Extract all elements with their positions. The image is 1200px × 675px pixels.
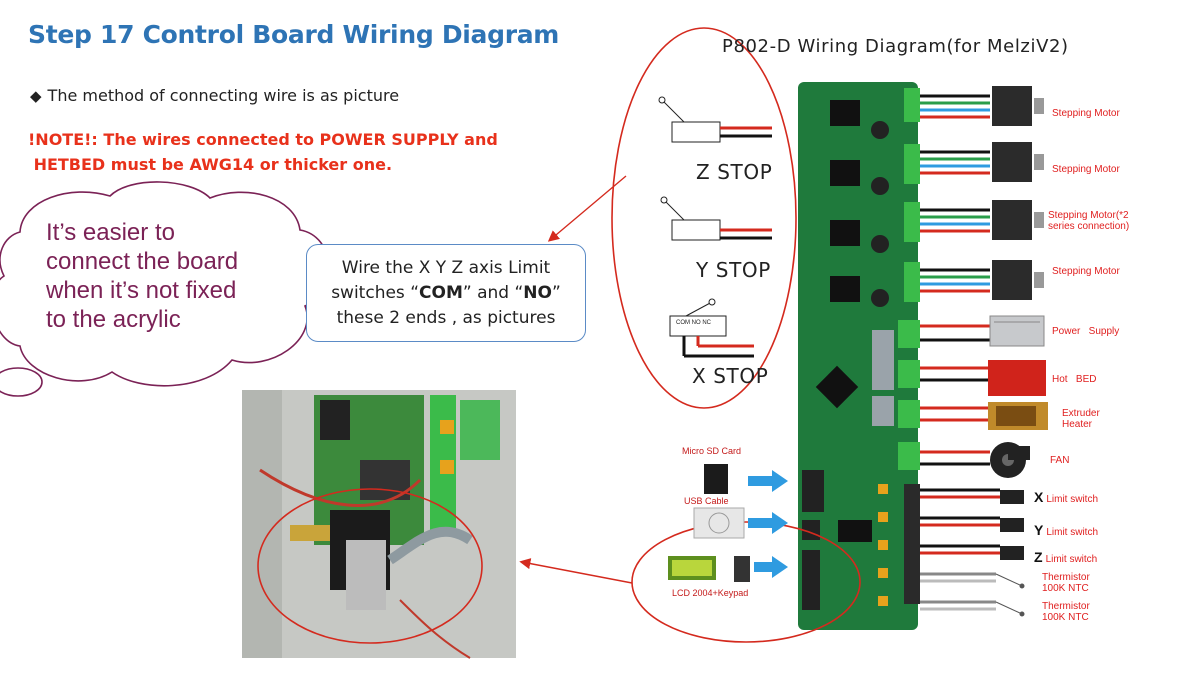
cloud-line: connect the board	[46, 248, 239, 275]
no-terminal: NO	[691, 320, 701, 326]
usb-arrow-icon	[748, 512, 788, 534]
callout-text-part: ”	[551, 283, 561, 303]
z-limit-switch-icon	[1000, 546, 1024, 560]
device-label-line: Limit switch	[1046, 494, 1099, 505]
axis-letter: X	[1034, 489, 1044, 505]
no-emphasis: NO	[523, 283, 552, 303]
cloud-line: to the acrylic	[46, 306, 181, 333]
stepper-motor-4-icon	[992, 260, 1044, 300]
arrow-to-photo	[519, 558, 633, 584]
device-label-line: series connection)	[1048, 221, 1130, 232]
axis-letter: Z	[1034, 549, 1043, 565]
cloud-line: It’s easier to	[46, 219, 175, 246]
extruder-heater-icon	[988, 402, 1048, 430]
device-label-line: 100K NTC	[1042, 583, 1089, 594]
note-line-2: HETBED must be AWG14 or thicker one.	[28, 155, 393, 174]
sd-arrow-icon	[748, 470, 788, 492]
callout-line-1: Wire the X Y Z axis Limit	[341, 258, 551, 278]
callout-text-part: switches “	[331, 283, 420, 303]
device-label-line: Stepping Motor(*2	[1048, 210, 1129, 221]
thermistor-1-icon	[995, 573, 1025, 589]
photo-highlight-ellipse	[257, 488, 483, 644]
bullet-line: ◆ The method of connecting wire is as pic…	[30, 86, 399, 105]
device-label-line: Extruder	[1062, 408, 1100, 419]
device-label: Stepping Motor	[1052, 108, 1120, 119]
fan-icon	[990, 442, 1030, 478]
device-label-line: Limit switch	[1046, 527, 1099, 538]
x-stop-label: X STOP	[692, 364, 769, 388]
device-label: Hot BED	[1052, 374, 1097, 385]
diagram-title: P802-D Wiring Diagram(for MelziV2)	[722, 36, 1069, 57]
lcd-port-ellipse	[631, 521, 861, 643]
cloud-text: It’s easier to connect the board when it…	[46, 218, 238, 334]
usb-cable-label: USB Cable	[684, 496, 729, 506]
device-label-line: 100K NTC	[1042, 612, 1089, 623]
callout-text: Wire the X Y Z axis Limit switches “COM”…	[306, 256, 586, 331]
axis-letter: Y	[1034, 522, 1044, 538]
cloud-line: when it’s not fixed	[46, 277, 237, 304]
lcd-arrow-icon	[754, 556, 788, 578]
x-stop-switch-icon	[669, 298, 754, 358]
diamond-bullet-icon: ◆	[30, 87, 42, 105]
board-photo	[242, 390, 516, 659]
callout-box	[306, 244, 586, 342]
device-label: Power Supply	[1052, 326, 1120, 337]
limit-switch-ellipse	[611, 27, 797, 409]
device-label-line: Limit switch	[1045, 554, 1098, 565]
usb-cable-icon	[693, 507, 745, 539]
y-limit-switch-icon	[1000, 518, 1024, 532]
switch-terminals: COM NO NC	[676, 320, 711, 326]
thought-cloud	[0, 181, 330, 397]
stepper-motor-1-icon	[992, 86, 1044, 126]
slide-title: Step 17 Control Board Wiring Diagram	[28, 20, 560, 49]
lcd-keypad-label: LCD 2004+Keypad	[672, 588, 749, 598]
device-label-line: Thermistor	[1042, 601, 1090, 612]
device-label-line: Heater	[1062, 419, 1093, 430]
warning-note: !NOTE!: The wires connected to POWER SUP…	[28, 127, 498, 177]
arrow-to-callout	[547, 175, 627, 242]
micro-sd-card-icon	[704, 464, 728, 494]
com-terminal: COM	[676, 320, 690, 326]
device-label: Stepping Motor	[1052, 164, 1120, 175]
lcd-keypad-icon	[668, 556, 750, 582]
bullet-text: The method of connecting wire is as pict…	[47, 86, 400, 105]
callout-text-part: ” and “	[462, 283, 524, 303]
nc-terminal: NC	[702, 320, 712, 326]
z-stop-switch-icon	[658, 96, 772, 143]
note-line-1: !NOTE!: The wires connected to POWER SUP…	[28, 130, 498, 149]
control-board	[798, 82, 920, 630]
callout-line-2: switches “COM” and “NO”	[306, 281, 586, 306]
thermistor-2-icon	[995, 601, 1025, 617]
power-supply-icon	[989, 315, 1045, 347]
device-label: FAN	[1050, 455, 1070, 466]
z-stop-label: Z STOP	[696, 160, 773, 184]
callout-line-3: these 2 ends , as pictures	[336, 308, 556, 328]
stepper-motor-2-icon	[992, 142, 1044, 182]
board-wires	[920, 94, 1000, 611]
micro-sd-label: Micro SD Card	[682, 446, 742, 456]
y-stop-switch-icon	[660, 196, 772, 241]
hot-bed-icon	[988, 360, 1046, 396]
device-label: Stepping Motor	[1052, 266, 1120, 277]
stepper-motor-3-icon	[992, 200, 1044, 240]
com-emphasis: COM	[419, 283, 463, 303]
device-label-line: Thermistor	[1042, 572, 1090, 583]
y-stop-label: Y STOP	[696, 258, 771, 282]
x-limit-switch-icon	[1000, 490, 1024, 504]
